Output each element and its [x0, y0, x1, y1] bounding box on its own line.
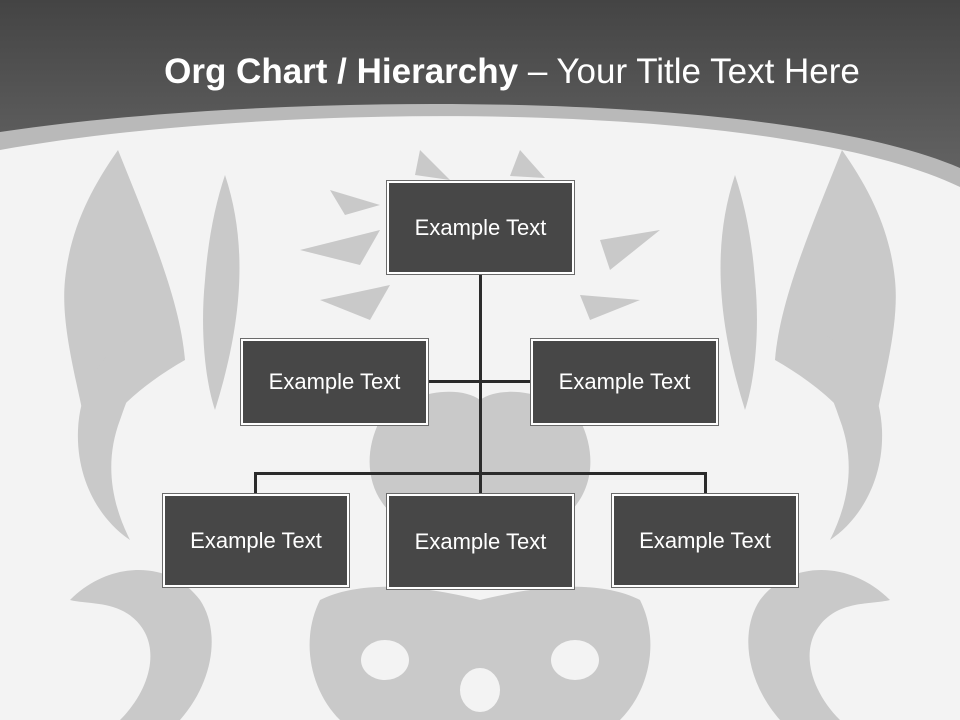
title-subtitle: Your Title Text Here [556, 52, 860, 91]
org-node-bottom-center-label: Example Text [414, 528, 547, 554]
connector-drop-left [254, 472, 257, 494]
org-node-top-label: Example Text [414, 214, 547, 240]
slide-title: Org Chart / Hierarchy – Your Title Text … [0, 52, 960, 92]
org-node-mid-right-label: Example Text [558, 369, 691, 394]
org-node-bottom-right: Example Text [612, 494, 798, 587]
title-separator: – [518, 52, 557, 91]
org-node-mid-left: Example Text [241, 339, 428, 425]
org-node-bottom-left-label: Example Text [190, 527, 322, 553]
title-bold: Org Chart / Hierarchy [164, 52, 519, 91]
org-node-bottom-center: Example Text [387, 494, 574, 589]
org-node-bottom-right-label: Example Text [639, 527, 771, 553]
org-node-mid-left-label: Example Text [268, 369, 401, 394]
org-node-mid-right: Example Text [531, 339, 718, 425]
connector-drop-right [704, 472, 707, 494]
org-node-bottom-left: Example Text [163, 494, 349, 587]
connector-vertical-main [479, 272, 482, 494]
header-bar [0, 0, 960, 168]
connector-bottom-horizontal [254, 472, 707, 475]
org-node-top: Example Text [387, 181, 574, 274]
connector-mid-horizontal [428, 380, 532, 383]
